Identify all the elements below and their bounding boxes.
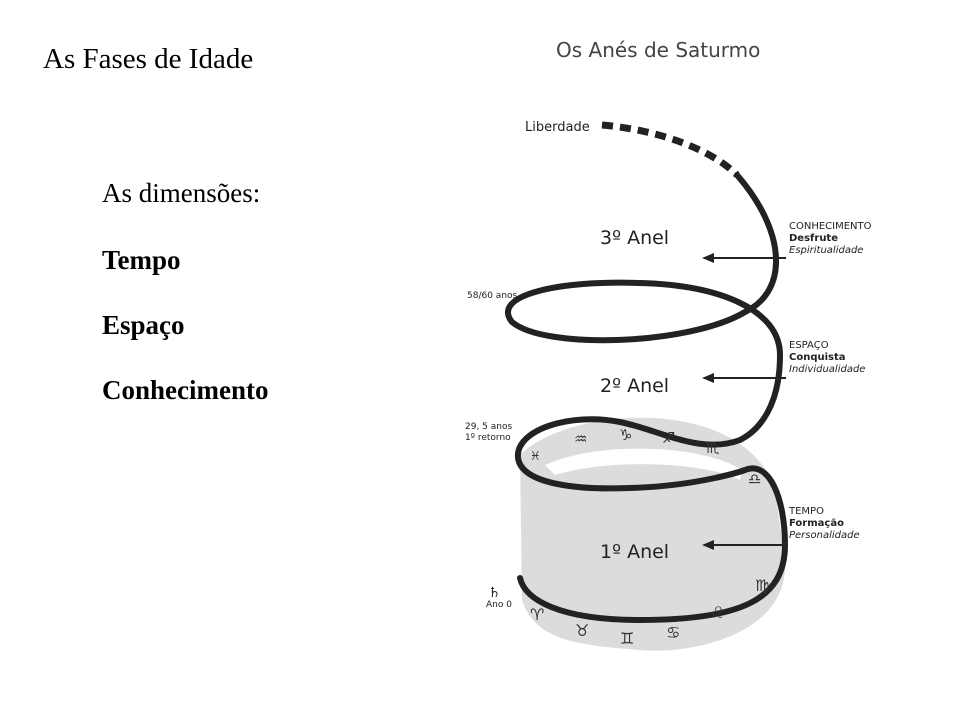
category-espaco-sub2: Individualidade xyxy=(789,364,865,375)
zodiac-scorpio-icon: ♏ xyxy=(706,439,720,457)
zodiac-band-inner xyxy=(545,448,742,480)
category-tempo-sub1: Formação xyxy=(789,518,844,529)
category-tempo-sub2: Personalidade xyxy=(789,530,860,541)
ring-label-2: 2º Anel xyxy=(600,375,669,397)
category-tempo: TEMPO xyxy=(788,506,824,517)
dimension-espaco: Espaço xyxy=(102,310,185,340)
spiral-path xyxy=(504,172,789,624)
dimension-conhecimento: Conhecimento xyxy=(102,375,269,405)
zodiac-gemini-icon: ♊ xyxy=(620,629,634,648)
age-marker-0: Ano 0 xyxy=(486,600,512,610)
zodiac-libra-icon: ♎ xyxy=(748,470,761,488)
age-marker-29: 29, 5 anos xyxy=(465,422,512,432)
freedom-label: Liberdade xyxy=(525,120,590,135)
dimensions-list: As dimensões: Tempo Espaço Conhecimento xyxy=(102,178,268,440)
category-conhecimento-sub2: Espiritualidade xyxy=(789,245,863,256)
age-marker-58: 58/60 anos xyxy=(467,291,518,301)
zodiac-cancer-icon: ♋ xyxy=(666,623,680,642)
category-conhecimento: CONHECIMENTO xyxy=(789,221,872,232)
dimension-tempo: Tempo xyxy=(102,245,181,275)
zodiac-capricorn-icon: ♑ xyxy=(619,426,632,444)
zodiac-aquarius-icon: ♒ xyxy=(574,430,587,448)
zodiac-leo-icon: ♌ xyxy=(710,603,724,622)
dimensions-heading: As dimensões: xyxy=(102,178,261,208)
ring-label-3: 3º Anel xyxy=(600,227,669,249)
diagram-title: Os Anés de Saturmo xyxy=(556,38,760,62)
category-conhecimento-sub1: Desfrute xyxy=(789,233,838,244)
category-espaco: ESPAÇO xyxy=(789,340,829,351)
age-marker-29-sub: 1º retorno xyxy=(465,433,511,443)
ring-label-1: 1º Anel xyxy=(600,541,669,563)
zodiac-taurus-icon: ♉ xyxy=(575,621,589,640)
slide-title: As Fases de Idade xyxy=(43,43,254,75)
saturn-symbol-icon: ♄ xyxy=(488,585,501,601)
zodiac-pisces-icon: ♓ xyxy=(530,449,541,463)
zodiac-virgo-icon: ♍ xyxy=(755,576,769,595)
zodiac-aries-icon: ♈ xyxy=(530,605,544,624)
freedom-dashed-path xyxy=(601,121,740,178)
zodiac-sagittarius-icon: ♐ xyxy=(662,429,675,447)
category-espaco-sub1: Conquista xyxy=(789,352,846,363)
